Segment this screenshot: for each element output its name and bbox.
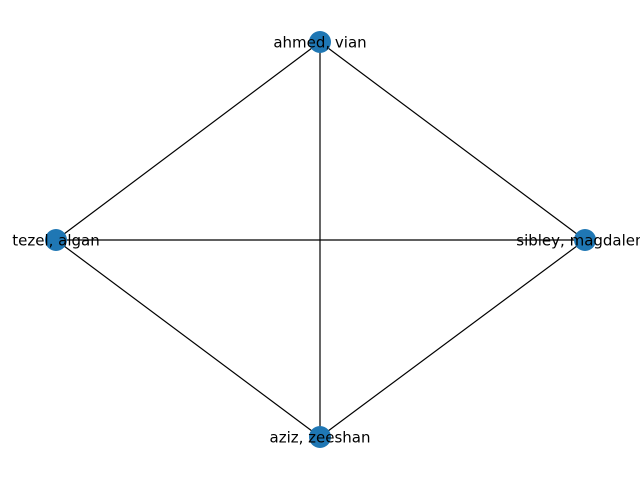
edge-n1-n3 [319, 41, 586, 241]
node-label-n4: aziz, zeeshan [270, 429, 371, 447]
edge-n3-n4 [319, 239, 586, 438]
node-n1 [309, 31, 331, 53]
node-label-n1: ahmed, vian [273, 34, 366, 52]
node-n4 [309, 426, 331, 448]
node-label-n3: sibley, magdalena [516, 232, 640, 250]
labels-layer: ahmed, vian tezel, algan sibley, magdalena… [12, 34, 640, 447]
edges-layer [55, 41, 586, 438]
nodes-layer [45, 31, 596, 448]
node-n2 [45, 229, 67, 251]
node-label-n2: tezel, algan [12, 232, 100, 250]
node-n3 [574, 229, 596, 251]
edge-n1-n2 [55, 41, 321, 241]
edge-n2-n4 [55, 239, 321, 438]
